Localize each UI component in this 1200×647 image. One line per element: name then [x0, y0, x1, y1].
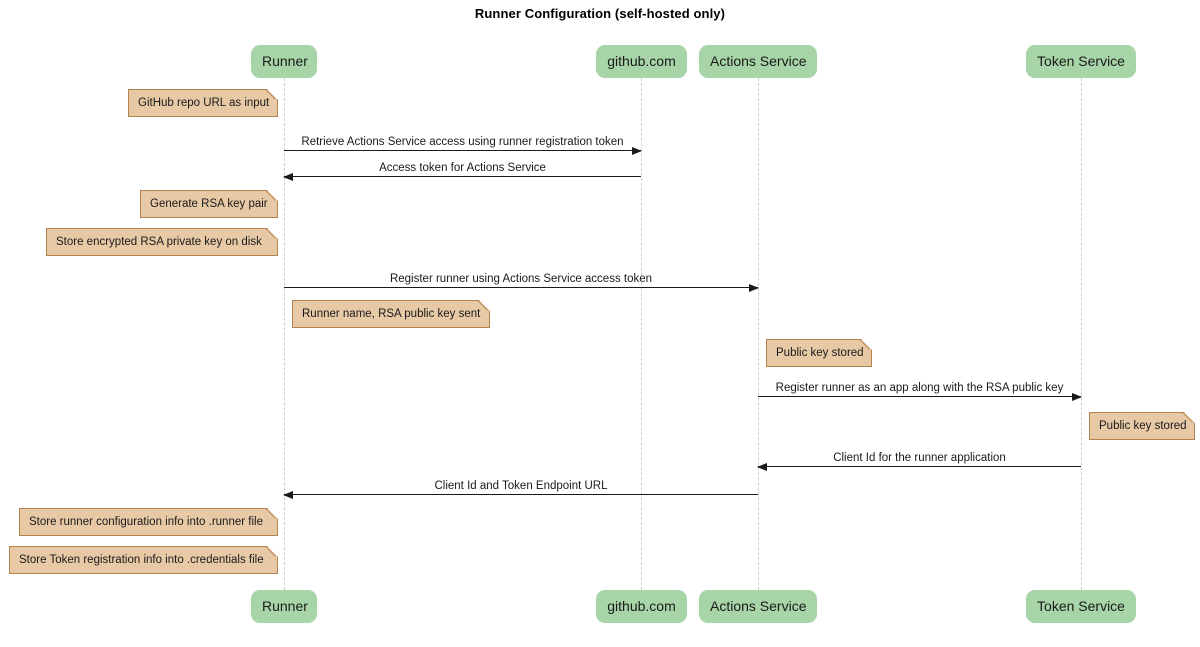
- note-public-key-stored-actions: Public key stored: [766, 339, 872, 367]
- note-github-repo-url-label: GitHub repo URL as input: [138, 97, 270, 109]
- msg-register-app[interactable]: Register runner as an app along with the…: [758, 382, 1082, 401]
- note-store-encrypted-rsa: Store encrypted RSA private key on disk: [46, 228, 278, 256]
- msg-retrieve-access-label: Retrieve Actions Service access using ru…: [301, 136, 624, 148]
- note-store-token-registration: Store Token registration info into .cred…: [9, 546, 278, 574]
- note-github-repo-url: GitHub repo URL as input: [128, 89, 278, 117]
- participant-actions-top[interactable]: Actions Service: [699, 45, 817, 78]
- msg-client-id[interactable]: Client Id for the runner application: [757, 452, 1081, 471]
- note-store-token-registration-label: Store Token registration info into .cred…: [19, 554, 264, 566]
- note-runner-name-public-key-fold-edge-icon: [478, 300, 490, 312]
- lifeline-runner: [284, 78, 285, 590]
- note-store-runner-config: Store runner configuration info into .ru…: [19, 508, 278, 536]
- note-store-encrypted-rsa-fold-edge-icon: [266, 228, 278, 240]
- msg-client-id-endpoint[interactable]: Client Id and Token Endpoint URL: [283, 480, 758, 499]
- msg-client-id-arrowhead-icon: [757, 462, 767, 471]
- note-store-runner-config-label: Store runner configuration info into .ru…: [29, 516, 263, 528]
- lifeline-actions: [758, 78, 759, 590]
- msg-register-runner-arrowhead-icon: [749, 283, 759, 292]
- participant-runner-top[interactable]: Runner: [251, 45, 317, 78]
- msg-access-token[interactable]: Access token for Actions Service: [283, 162, 641, 181]
- note-public-key-stored-token: Public key stored: [1089, 412, 1195, 440]
- note-runner-name-public-key: Runner name, RSA public key sent: [292, 300, 490, 328]
- msg-access-token-label: Access token for Actions Service: [379, 162, 546, 174]
- msg-register-runner[interactable]: Register runner using Actions Service ac…: [284, 273, 759, 292]
- note-generate-rsa-label: Generate RSA key pair: [150, 198, 268, 210]
- note-store-runner-config-fold-edge-icon: [266, 508, 278, 520]
- note-generate-rsa: Generate RSA key pair: [140, 190, 278, 218]
- note-public-key-stored-token-fold-edge-icon: [1183, 412, 1195, 424]
- msg-retrieve-access[interactable]: Retrieve Actions Service access using ru…: [284, 136, 642, 155]
- note-runner-name-public-key-label: Runner name, RSA public key sent: [302, 308, 481, 320]
- note-github-repo-url-fold-edge-icon: [266, 89, 278, 101]
- msg-register-app-label: Register runner as an app along with the…: [775, 382, 1064, 394]
- msg-client-id-label: Client Id for the runner application: [833, 452, 1006, 464]
- lifeline-github: [641, 78, 642, 590]
- participant-github-bottom[interactable]: github.com: [596, 590, 687, 623]
- msg-register-app-arrowhead-icon: [1072, 392, 1082, 401]
- msg-register-runner-label: Register runner using Actions Service ac…: [389, 273, 653, 285]
- msg-client-id-endpoint-label: Client Id and Token Endpoint URL: [434, 480, 608, 492]
- msg-access-token-arrowhead-icon: [283, 172, 293, 181]
- participant-actions-bottom[interactable]: Actions Service: [699, 590, 817, 623]
- msg-client-id-endpoint-arrowhead-icon: [283, 490, 293, 499]
- note-public-key-stored-actions-fold-edge-icon: [860, 339, 872, 351]
- page-title: Runner Configuration (self-hosted only): [474, 6, 726, 21]
- participant-runner-bottom[interactable]: Runner: [251, 590, 317, 623]
- lifeline-token: [1081, 78, 1082, 590]
- note-public-key-stored-token-label: Public key stored: [1099, 420, 1187, 432]
- note-public-key-stored-actions-label: Public key stored: [776, 347, 864, 359]
- participant-token-top[interactable]: Token Service: [1026, 45, 1136, 78]
- participant-token-bottom[interactable]: Token Service: [1026, 590, 1136, 623]
- msg-retrieve-access-arrowhead-icon: [632, 146, 642, 155]
- note-store-encrypted-rsa-label: Store encrypted RSA private key on disk: [56, 236, 262, 248]
- note-store-token-registration-fold-edge-icon: [266, 546, 278, 558]
- note-generate-rsa-fold-edge-icon: [266, 190, 278, 202]
- participant-github-top[interactable]: github.com: [596, 45, 687, 78]
